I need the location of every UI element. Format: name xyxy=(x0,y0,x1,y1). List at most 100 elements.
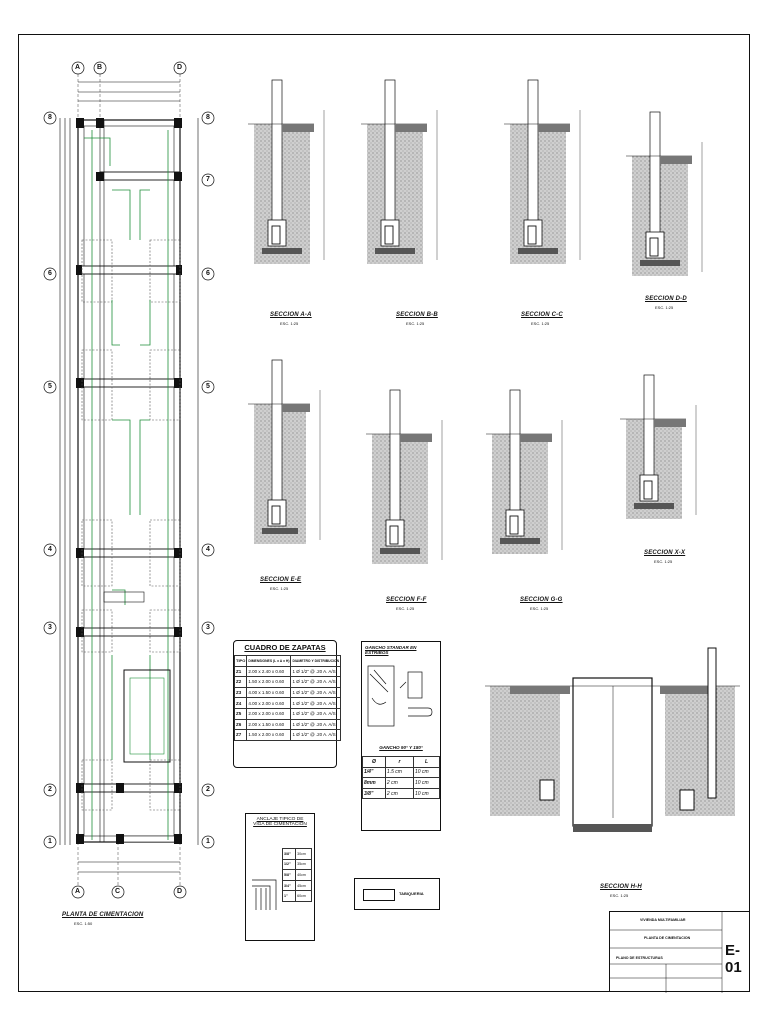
zapatas-cell: 1.50 x 2.00 x 0.60 xyxy=(246,729,292,741)
zapatas-cell: 2.00 x 2.40 x 0.60 xyxy=(246,665,292,678)
gancho-cell: 2 cm xyxy=(384,787,415,800)
zapatas-cell: 1 Ø 1/2" @ .20 A. A/S xyxy=(290,665,342,678)
anclaje-cell: 5/8" xyxy=(281,869,297,881)
anclaje-title-2: VIGA DE CIMENTACION xyxy=(253,822,307,827)
gancho-cell: 10 cm xyxy=(413,787,440,800)
section-1-footing xyxy=(380,219,400,247)
section-0-rebar xyxy=(271,225,281,245)
section-2-floor-slab xyxy=(538,124,570,132)
anclaje-cell: 1" xyxy=(281,890,297,902)
zapatas-cell: 2.00 x 1.50 x 0.60 xyxy=(246,718,292,731)
section-1-rebar xyxy=(384,225,394,245)
axis-left-8: 8 xyxy=(48,114,52,121)
section-6-footing xyxy=(505,509,525,537)
section-3-rebar xyxy=(649,237,659,257)
section-title: SECCION E-E xyxy=(260,577,302,583)
anclaje-cell: 3/8" xyxy=(281,848,297,860)
gancho-subtitle: GANCHO 90° Y 180° xyxy=(379,745,423,750)
section-7-footing xyxy=(639,474,659,502)
title-block-project: VIVIENDA MULTIFAMILIAR xyxy=(640,918,686,922)
axis-left-5: 5 xyxy=(48,383,52,390)
gancho-cell: 10 cm xyxy=(413,777,440,789)
section-0-base xyxy=(262,248,302,254)
section-scale: ESC. 1:25 xyxy=(530,606,549,611)
zapatas-cell: Z1 xyxy=(233,665,248,678)
zapatas-cell: Z7 xyxy=(233,729,248,741)
section-title: SECCION X-X xyxy=(644,550,686,556)
zapatas-cell: 2.00 x 2.00 x 0.60 xyxy=(246,707,292,720)
anclaje-cell: 3/4" xyxy=(281,879,297,892)
section-8-footing-left xyxy=(539,779,555,801)
section-scale: ESC. 1:25 xyxy=(655,305,674,310)
section-5-floor-slab xyxy=(400,434,432,442)
section-5-rebar xyxy=(389,525,399,545)
section-2-base xyxy=(518,248,558,254)
section-7-base xyxy=(634,503,674,509)
axis-right-6: 6 xyxy=(206,270,210,277)
section-5-base xyxy=(380,548,420,554)
zapatas-table-title: CUADRO DE ZAPATAS xyxy=(244,643,326,652)
section-scale: ESC. 1:25 xyxy=(654,559,673,564)
zapatas-header-diam: DIAMETRO Y DISTRIBUCION xyxy=(290,655,342,667)
axis-right-4: 4 xyxy=(206,546,210,553)
section-8-slab-left xyxy=(510,686,570,694)
section-0-floor-slab xyxy=(282,124,314,132)
zapatas-grid: TIPO DIMENSIONES (L x A x H) DIAMETRO Y … xyxy=(233,655,342,741)
zapatas-cell: 4.00 x 2.00 x 0.60 xyxy=(246,697,292,709)
section-title: SECCION A-A xyxy=(270,312,312,318)
anclaje-row: 1"60cm xyxy=(281,890,312,902)
axis-left-2: 2 xyxy=(48,786,52,793)
axis-right-5: 5 xyxy=(206,383,210,390)
axis-top-b: B xyxy=(97,64,103,71)
zapatas-table: CUADRO DE ZAPATAS TIPO DIMENSIONES (L x … xyxy=(233,640,342,768)
anclaje-cell: 1/2" xyxy=(281,858,297,871)
anclaje-row: 5/8"40cm xyxy=(281,869,312,881)
drawing-sheet-border xyxy=(18,34,750,992)
gancho-cell: 3/8" xyxy=(362,787,386,800)
plan-scale: ESC. 1:50 xyxy=(74,921,93,926)
axis-left-3: 3 xyxy=(48,624,52,631)
axis-bottom-c: C xyxy=(115,888,121,895)
section-3-floor-slab xyxy=(660,156,692,164)
section-1-wall xyxy=(384,79,396,241)
section-3-wall xyxy=(649,111,661,253)
legend-tabiqueria-label: TABIQUERIA xyxy=(399,891,424,896)
gancho-title: GANCHO STANDAR EN ESTRIBOS xyxy=(365,645,417,655)
section-7-rebar xyxy=(643,480,653,500)
axis-left-1: 1 xyxy=(48,838,52,845)
zapatas-cell: Z6 xyxy=(233,718,248,731)
axis-bottom-a: A xyxy=(75,888,81,895)
section-8-footing-right xyxy=(679,789,695,811)
section-title: SECCION B-B xyxy=(396,312,438,318)
axis-left-6: 6 xyxy=(48,270,52,277)
axis-right-8: 8 xyxy=(206,114,210,121)
zapatas-cell: Z2 xyxy=(233,676,248,688)
axis-right-7: 7 xyxy=(206,176,210,183)
axis-right-3: 3 xyxy=(206,624,210,631)
gancho-header-r: r xyxy=(384,756,415,768)
anclaje-title: ANCLAJE TIPICO DE xyxy=(256,817,304,822)
anclaje-row: 1/2"35cm xyxy=(281,858,312,871)
gancho-cell: 1.5 cm xyxy=(384,766,415,779)
gancho-header-l: L xyxy=(413,756,440,768)
title-block: VIVIENDA MULTIFAMILIAR PLANTA DE CIMENTA… xyxy=(609,911,750,993)
section-0-wall xyxy=(271,79,283,241)
gancho-cell: 10 cm xyxy=(413,766,440,779)
section-scale: ESC. 1:25 xyxy=(280,321,299,326)
section-8-cistern xyxy=(572,677,653,827)
section-title: SECCION D-D xyxy=(645,296,687,302)
zapatas-cell: 1 Ø 1/2" @ .20 A. A/S xyxy=(290,718,342,731)
zapatas-cell: Z5 xyxy=(233,707,248,720)
legend-box: TABIQUERIA xyxy=(354,878,440,910)
section-6-floor-slab xyxy=(520,434,552,442)
gancho-panel: GANCHO STANDAR EN ESTRIBOS GANCHO 90° Y … xyxy=(361,641,441,831)
